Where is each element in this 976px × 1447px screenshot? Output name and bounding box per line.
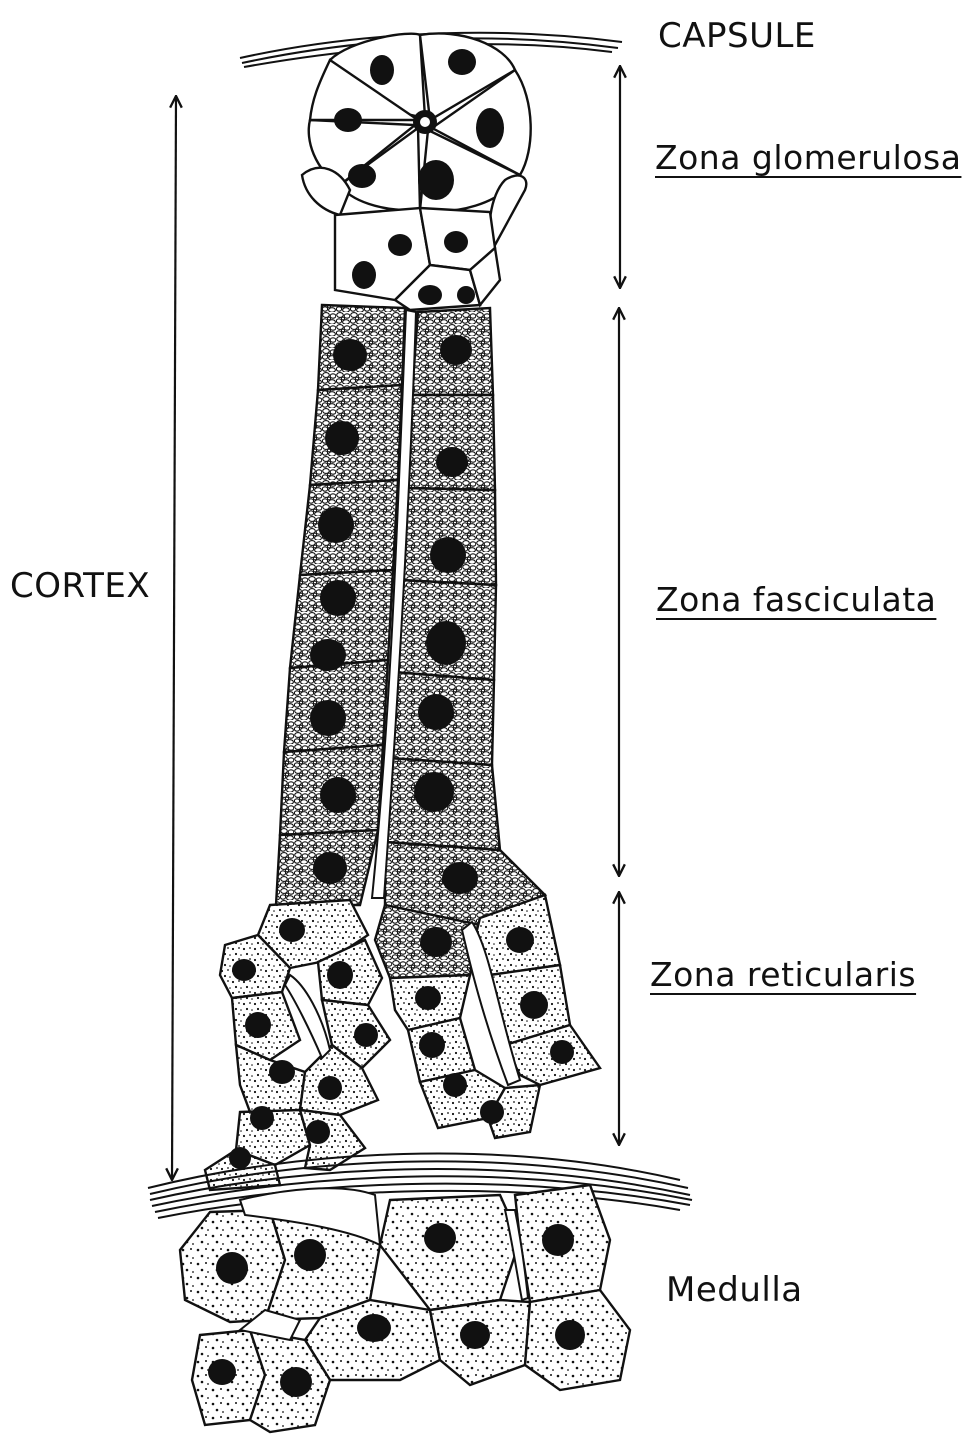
cortex-label: CORTEX — [10, 566, 150, 606]
zona-reticularis-label: Zona reticularis — [650, 955, 916, 994]
cortex-arrow — [172, 96, 176, 1180]
zona-glomerulosa-label: Zona glomerulosa — [655, 138, 961, 177]
medulla-cells — [180, 1185, 630, 1432]
medulla-label: Medulla — [666, 1270, 803, 1310]
capsule-label: CAPSULE — [658, 16, 816, 56]
zona-glomerulosa-cells — [302, 33, 531, 310]
zona-fasciculata-label: Zona fasciculata — [656, 580, 936, 619]
